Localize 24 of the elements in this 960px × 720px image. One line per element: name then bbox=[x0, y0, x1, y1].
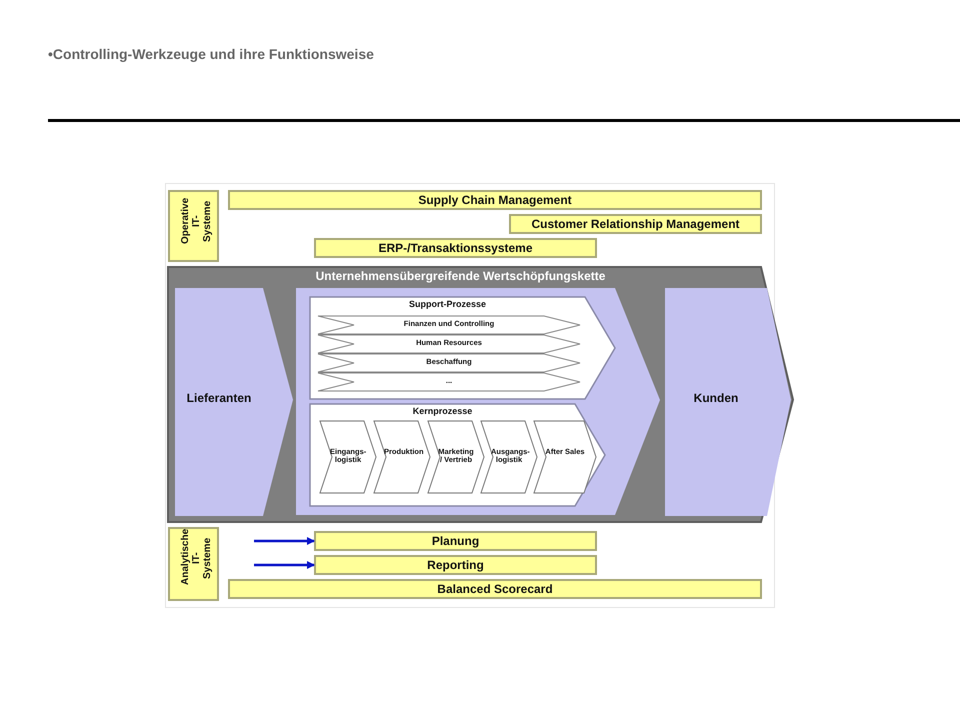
system-bar bbox=[314, 555, 597, 575]
system-bar bbox=[228, 190, 762, 210]
node-label: Operative IT- Systeme bbox=[180, 196, 213, 246]
system-bar bbox=[314, 238, 597, 258]
node-label: Balanced Scorecard bbox=[436, 583, 554, 596]
node-label: Customer Relationship Management bbox=[530, 218, 741, 232]
node-label: Unternehmensübergreifende Wertschöpfungskette bbox=[314, 270, 606, 284]
arrow bbox=[254, 561, 315, 569]
node-label: Kunden bbox=[692, 392, 740, 405]
node-label: Lieferanten bbox=[186, 392, 252, 405]
slide-title: •Controlling-Werkzeuge und ihre Funktionsweise bbox=[48, 46, 374, 62]
node-label: Reporting bbox=[426, 559, 485, 572]
node-label: Planung bbox=[430, 535, 480, 548]
system-bar bbox=[509, 214, 762, 234]
node-label: Support-Prozesse bbox=[408, 300, 487, 310]
system-bar bbox=[314, 531, 597, 551]
node-label: Kernprozesse bbox=[412, 407, 474, 417]
system-category-box bbox=[168, 527, 219, 601]
node-label: Supply Chain Management bbox=[417, 194, 573, 208]
system-category-box bbox=[168, 190, 219, 262]
node-label: ERP-/Transaktionssysteme bbox=[377, 242, 534, 256]
arrow bbox=[254, 537, 315, 545]
system-bar bbox=[228, 579, 762, 599]
node-label: Analytische IT- Systeme bbox=[180, 531, 213, 585]
